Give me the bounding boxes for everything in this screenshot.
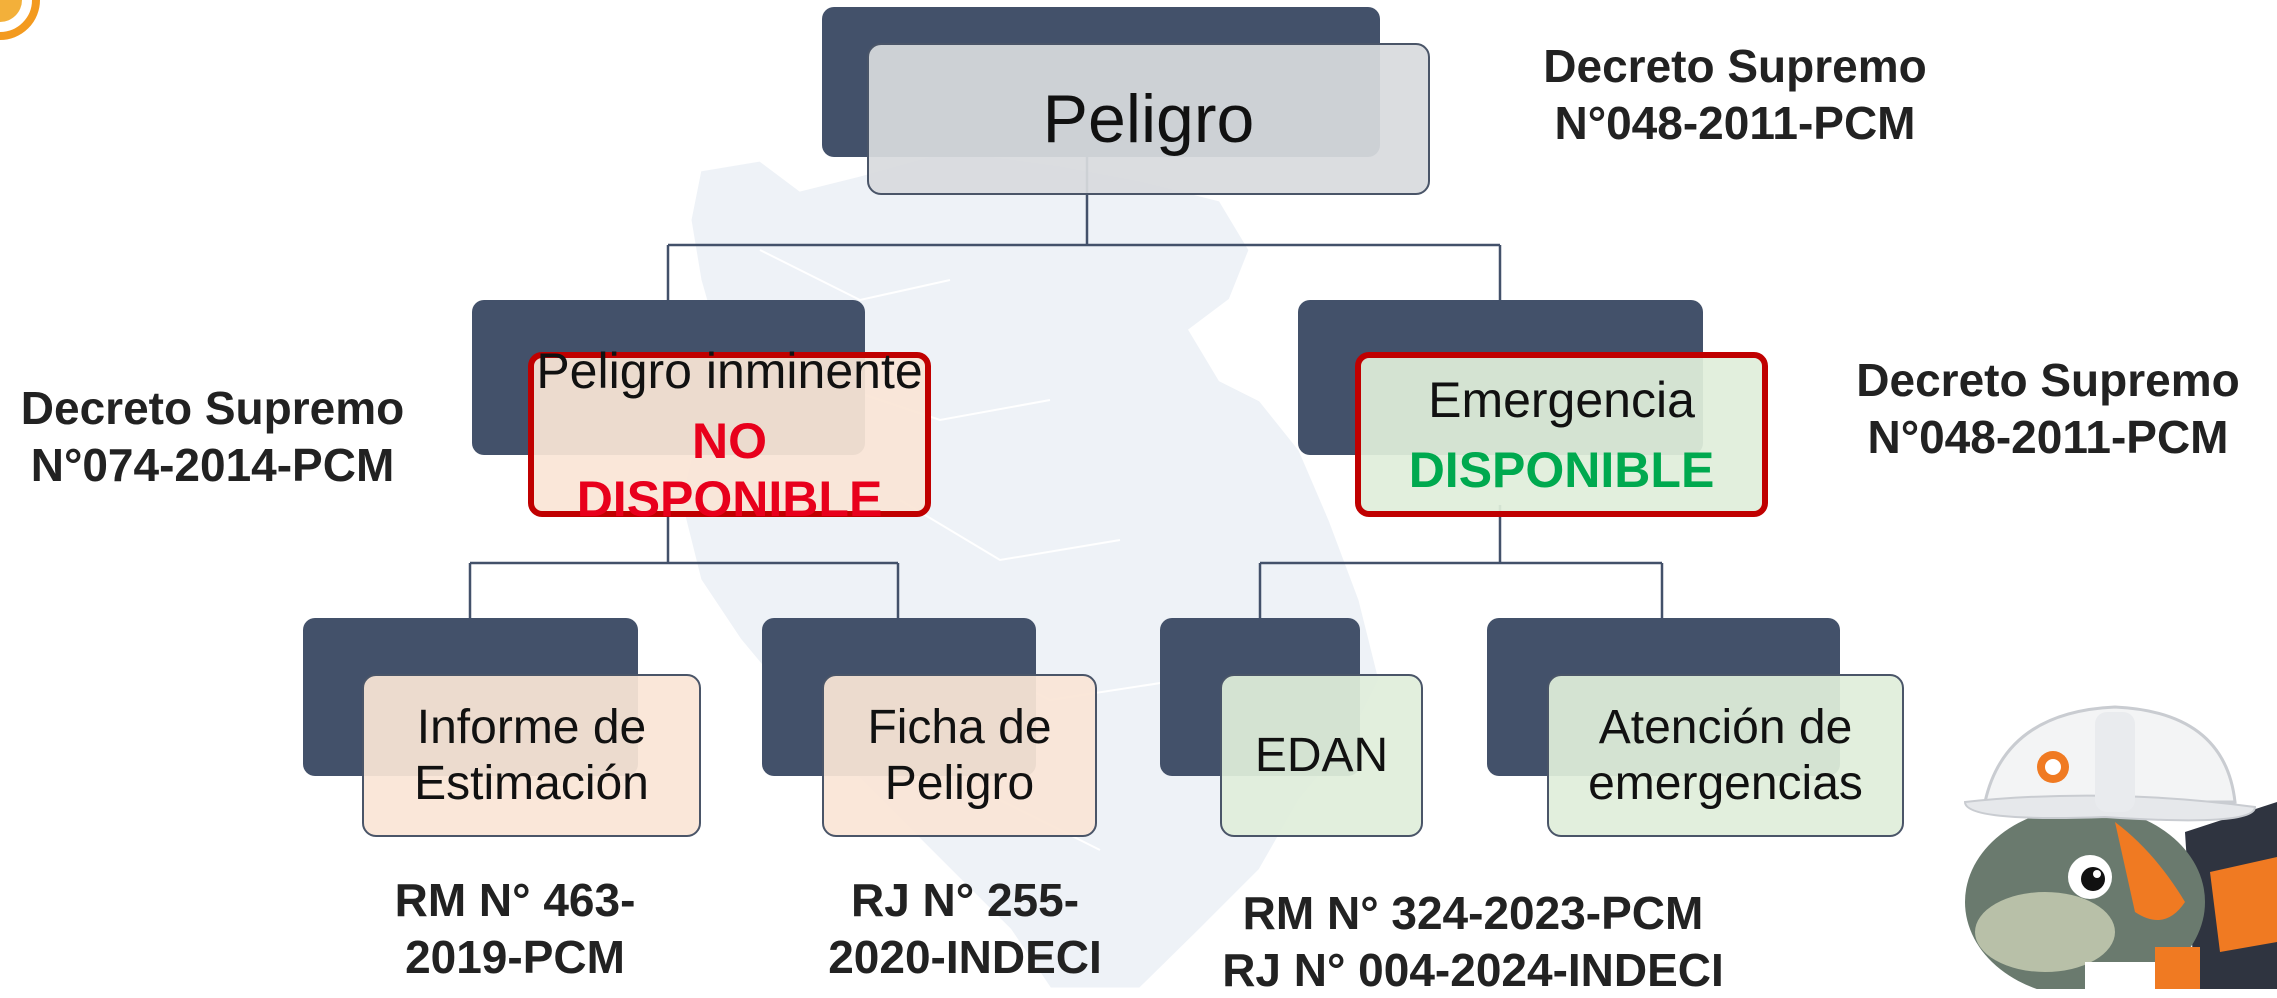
informe-legal-line-2: 2019-PCM bbox=[405, 930, 625, 983]
ficha-legal-line-2: 2020-INDECI bbox=[828, 930, 1102, 983]
atencion-line-2: emergencias bbox=[1588, 756, 1863, 810]
left-branch-legal-line-1: Decreto Supremo bbox=[20, 382, 405, 434]
right-branch-legal-line-2: N°048-2011-PCM bbox=[1867, 410, 2229, 463]
mascot-icon bbox=[1963, 705, 2277, 989]
root-title: Peligro bbox=[1042, 80, 1255, 157]
left-branch-legal: Decreto Supremo N°074-2014-PCM bbox=[0, 380, 425, 493]
right-branch-legal: Decreto Supremo N°048-2011-PCM bbox=[1838, 352, 2258, 465]
logo-icon bbox=[0, 0, 40, 40]
right-branch-box: Emergencia DISPONIBLE bbox=[1355, 352, 1768, 517]
ficha-box: Ficha de Peligro bbox=[822, 674, 1097, 837]
atencion-box: Atención de emergencias bbox=[1547, 674, 1904, 837]
right-branch-status: DISPONIBLE bbox=[1408, 441, 1715, 498]
informe-line-1: Informe de bbox=[416, 700, 647, 754]
atencion-line-1: Atención de bbox=[1598, 700, 1853, 754]
left-branch-status: NO DISPONIBLE bbox=[576, 412, 883, 527]
edan-box: EDAN bbox=[1220, 674, 1423, 837]
informe-line-2: Estimación bbox=[414, 756, 649, 810]
edan-label: EDAN bbox=[1254, 728, 1389, 782]
right-branch-title: Emergencia bbox=[1428, 371, 1695, 428]
root-legal: Decreto Supremo N°048-2011-PCM bbox=[1515, 38, 1955, 151]
ficha-line-2: Peligro bbox=[884, 756, 1035, 810]
left-branch-box: Peligro inminente NO DISPONIBLE bbox=[528, 343, 931, 527]
root-legal-line-2: N°048-2011-PCM bbox=[1554, 96, 1916, 149]
ficha-legal-line-1: RJ N° 255- bbox=[850, 874, 1080, 926]
ficha-legal: RJ N° 255- 2020-INDECI bbox=[780, 872, 1150, 985]
right-branch-legal-line-1: Decreto Supremo bbox=[1856, 354, 2240, 406]
right-children-legal-line-1: RM N° 324-2023-PCM bbox=[1242, 887, 1704, 939]
informe-legal: RM N° 463- 2019-PCM bbox=[330, 872, 700, 985]
informe-legal-line-1: RM N° 463- bbox=[394, 874, 636, 926]
informe-box: Informe de Estimación bbox=[362, 674, 701, 837]
ficha-line-1: Ficha de bbox=[867, 700, 1052, 754]
right-children-legal: RM N° 324-2023-PCM RJ N° 004-2024-INDECI bbox=[1168, 885, 1778, 998]
root-legal-line-1: Decreto Supremo bbox=[1543, 40, 1927, 92]
left-branch-title: Peligro inminente bbox=[536, 342, 923, 399]
right-children-legal-line-2: RJ N° 004-2024-INDECI bbox=[1222, 943, 1724, 996]
root-box: Peligro bbox=[867, 43, 1430, 195]
left-branch-legal-line-2: N°074-2014-PCM bbox=[30, 438, 395, 491]
